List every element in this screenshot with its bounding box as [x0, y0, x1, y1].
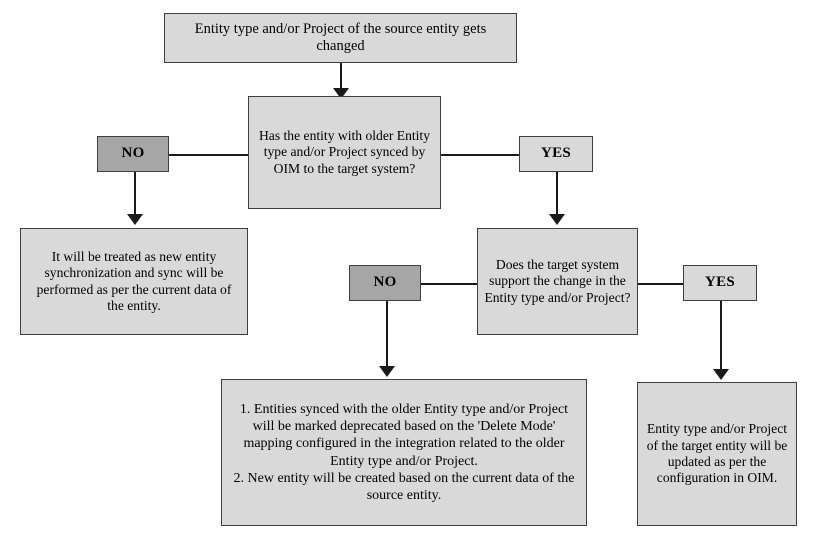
arrowhead-yes-to-update [713, 369, 729, 380]
node-outcome-new-sync: It will be treated as new entity synchro… [20, 228, 248, 335]
connector-start-to-decision1 [340, 62, 342, 91]
connector-yes-to-update [720, 301, 722, 371]
node-outcome-update-target: Entity type and/or Project of the target… [637, 382, 797, 526]
arrowhead-yes-to-decision2 [549, 214, 565, 225]
connector-decision1-to-no [168, 154, 249, 156]
node-decision-synced-by-oim: Has the entity with older Entity type an… [248, 96, 441, 209]
label-decision2-yes: YES [683, 265, 757, 301]
arrowhead-no-to-new-sync [127, 214, 143, 225]
label-decision1-no: NO [97, 136, 169, 172]
arrowhead-start-to-decision1 [333, 88, 349, 99]
node-start: Entity type and/or Project of the source… [164, 13, 517, 63]
node-decision-target-supports-change: Does the target system support the chang… [477, 228, 638, 335]
connector-yes-to-decision2 [556, 172, 558, 217]
connector-decision2-to-yes [637, 283, 684, 285]
connector-no-to-deprecate [386, 301, 388, 368]
connector-no-to-new-sync [134, 172, 136, 217]
label-decision2-no: NO [349, 265, 421, 301]
node-outcome-deprecate-and-recreate: 1. Entities synced with the older Entity… [221, 379, 587, 526]
connector-decision1-to-yes [440, 154, 520, 156]
arrowhead-no-to-deprecate [379, 366, 395, 377]
connector-decision2-to-no [420, 283, 477, 285]
label-decision1-yes: YES [519, 136, 593, 172]
